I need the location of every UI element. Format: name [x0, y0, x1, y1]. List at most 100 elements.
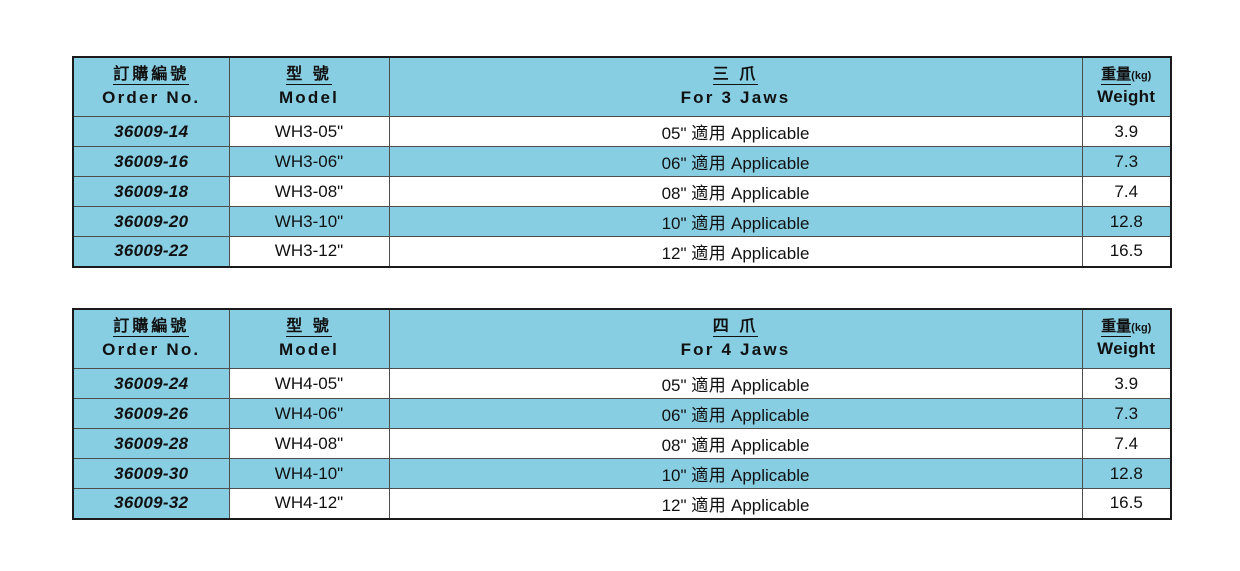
- cell-weight: 3.9: [1081, 368, 1172, 399]
- header-order-no-cn-text: 訂購編號: [113, 318, 190, 338]
- cell-weight: 12.8: [1081, 458, 1172, 489]
- cell-order-no: 36009-18: [72, 176, 230, 207]
- cell-weight: 16.5: [1081, 236, 1172, 267]
- cell-jaws-size: 06": [661, 406, 687, 425]
- cell-jaws-size: 10": [661, 466, 687, 485]
- header-model-en: Model: [278, 87, 340, 107]
- cell-jaws-en: Applicable: [730, 406, 810, 425]
- cell-model: WH4-12": [228, 488, 390, 519]
- cell-jaws-cn: 適用: [691, 406, 727, 425]
- cell-order-no: 36009-28: [72, 428, 230, 459]
- cell-jaws-cn: 適用: [691, 495, 727, 515]
- header-weight: 重量(kg)Weight: [1081, 308, 1172, 369]
- header-weight-cn: 重量(kg): [1087, 65, 1167, 85]
- header-jaws-cn-text: 三 爪: [712, 66, 759, 86]
- cell-order-no: 36009-32: [72, 488, 230, 519]
- cell-jaws-size: 05": [661, 376, 687, 395]
- cell-model: WH4-10": [228, 458, 390, 489]
- header-order-no-en: Order No.: [102, 87, 201, 107]
- cell-jaws-en: Applicable: [730, 243, 810, 263]
- cell-jaws-en: Applicable: [730, 124, 810, 143]
- header-model-cn: 型 號: [234, 66, 385, 86]
- cell-order-no: 36009-14: [72, 116, 230, 147]
- header-jaws-en: For 4 Jaws: [680, 339, 791, 359]
- cell-weight: 7.4: [1081, 428, 1172, 459]
- header-model-cn-text: 型 號: [286, 66, 332, 86]
- header-weight-en: Weight: [1097, 87, 1156, 107]
- cell-jaws: 08" 適用 Applicable: [388, 428, 1083, 459]
- header-jaws-en: For 3 Jaws: [680, 87, 791, 107]
- cell-jaws-en: Applicable: [730, 376, 810, 395]
- header-weight-unit: (kg): [1131, 321, 1152, 334]
- cell-jaws-size: 06": [661, 154, 687, 173]
- cell-order-no: 36009-20: [72, 206, 230, 237]
- cell-order-no: 36009-30: [72, 458, 230, 489]
- header-weight-cn-text: 重量: [1101, 65, 1132, 85]
- cell-jaws-cn: 適用: [691, 243, 727, 263]
- cell-model: WH3-10": [228, 206, 390, 237]
- header-weight-unit: (kg): [1131, 69, 1152, 82]
- cell-jaws-size: 10": [661, 214, 687, 233]
- cell-order-no: 36009-22: [72, 236, 230, 267]
- cell-jaws-size: 05": [661, 124, 687, 143]
- cell-jaws-cn: 適用: [691, 124, 727, 143]
- cell-jaws: 05" 適用 Applicable: [388, 368, 1083, 399]
- header-order-no-cn: 訂購編號: [78, 66, 225, 86]
- cell-jaws: 05" 適用 Applicable: [388, 116, 1083, 147]
- header-jaws-cn: 三 爪: [394, 66, 1078, 86]
- header-weight-cn-text: 重量: [1101, 317, 1132, 337]
- cell-jaws: 12" 適用 Applicable: [388, 488, 1083, 519]
- cell-jaws: 12" 適用 Applicable: [388, 236, 1083, 267]
- cell-model: WH4-08": [228, 428, 390, 459]
- cell-jaws-cn: 適用: [691, 436, 727, 455]
- cell-jaws-cn: 適用: [691, 184, 727, 203]
- cell-jaws: 10" 適用 Applicable: [388, 206, 1083, 237]
- cell-jaws: 06" 適用 Applicable: [388, 146, 1083, 177]
- cell-weight: 12.8: [1081, 206, 1172, 237]
- cell-jaws-size: 12": [661, 243, 687, 263]
- cell-model: WH3-08": [228, 176, 390, 207]
- cell-jaws-en: Applicable: [730, 466, 810, 485]
- cell-model: WH3-12": [228, 236, 390, 267]
- cell-weight: 3.9: [1081, 116, 1172, 147]
- cell-jaws: 08" 適用 Applicable: [388, 176, 1083, 207]
- cell-jaws: 06" 適用 Applicable: [388, 398, 1083, 429]
- cell-order-no: 36009-24: [72, 368, 230, 399]
- header-model-cn: 型 號: [234, 318, 385, 338]
- header-weight-cn: 重量(kg): [1087, 317, 1167, 337]
- header-order-no-cn: 訂購編號: [78, 318, 225, 338]
- cell-jaws-cn: 適用: [691, 154, 727, 173]
- cell-model: WH3-05": [228, 116, 390, 147]
- header-order-no-cn-text: 訂購編號: [113, 66, 190, 86]
- cell-jaws-en: Applicable: [730, 495, 810, 515]
- cell-jaws-en: Applicable: [730, 214, 810, 233]
- cell-order-no: 36009-26: [72, 398, 230, 429]
- cell-jaws-size: 08": [661, 184, 687, 203]
- cell-jaws-en: Applicable: [730, 436, 810, 455]
- header-order-no-en: Order No.: [102, 339, 201, 359]
- cell-jaws-cn: 適用: [691, 214, 727, 233]
- header-model-en: Model: [278, 339, 340, 359]
- header-model-cn-text: 型 號: [286, 318, 332, 338]
- cell-model: WH4-05": [228, 368, 390, 399]
- cell-jaws-en: Applicable: [730, 184, 810, 203]
- cell-weight: 7.4: [1081, 176, 1172, 207]
- cell-jaws-cn: 適用: [691, 376, 727, 395]
